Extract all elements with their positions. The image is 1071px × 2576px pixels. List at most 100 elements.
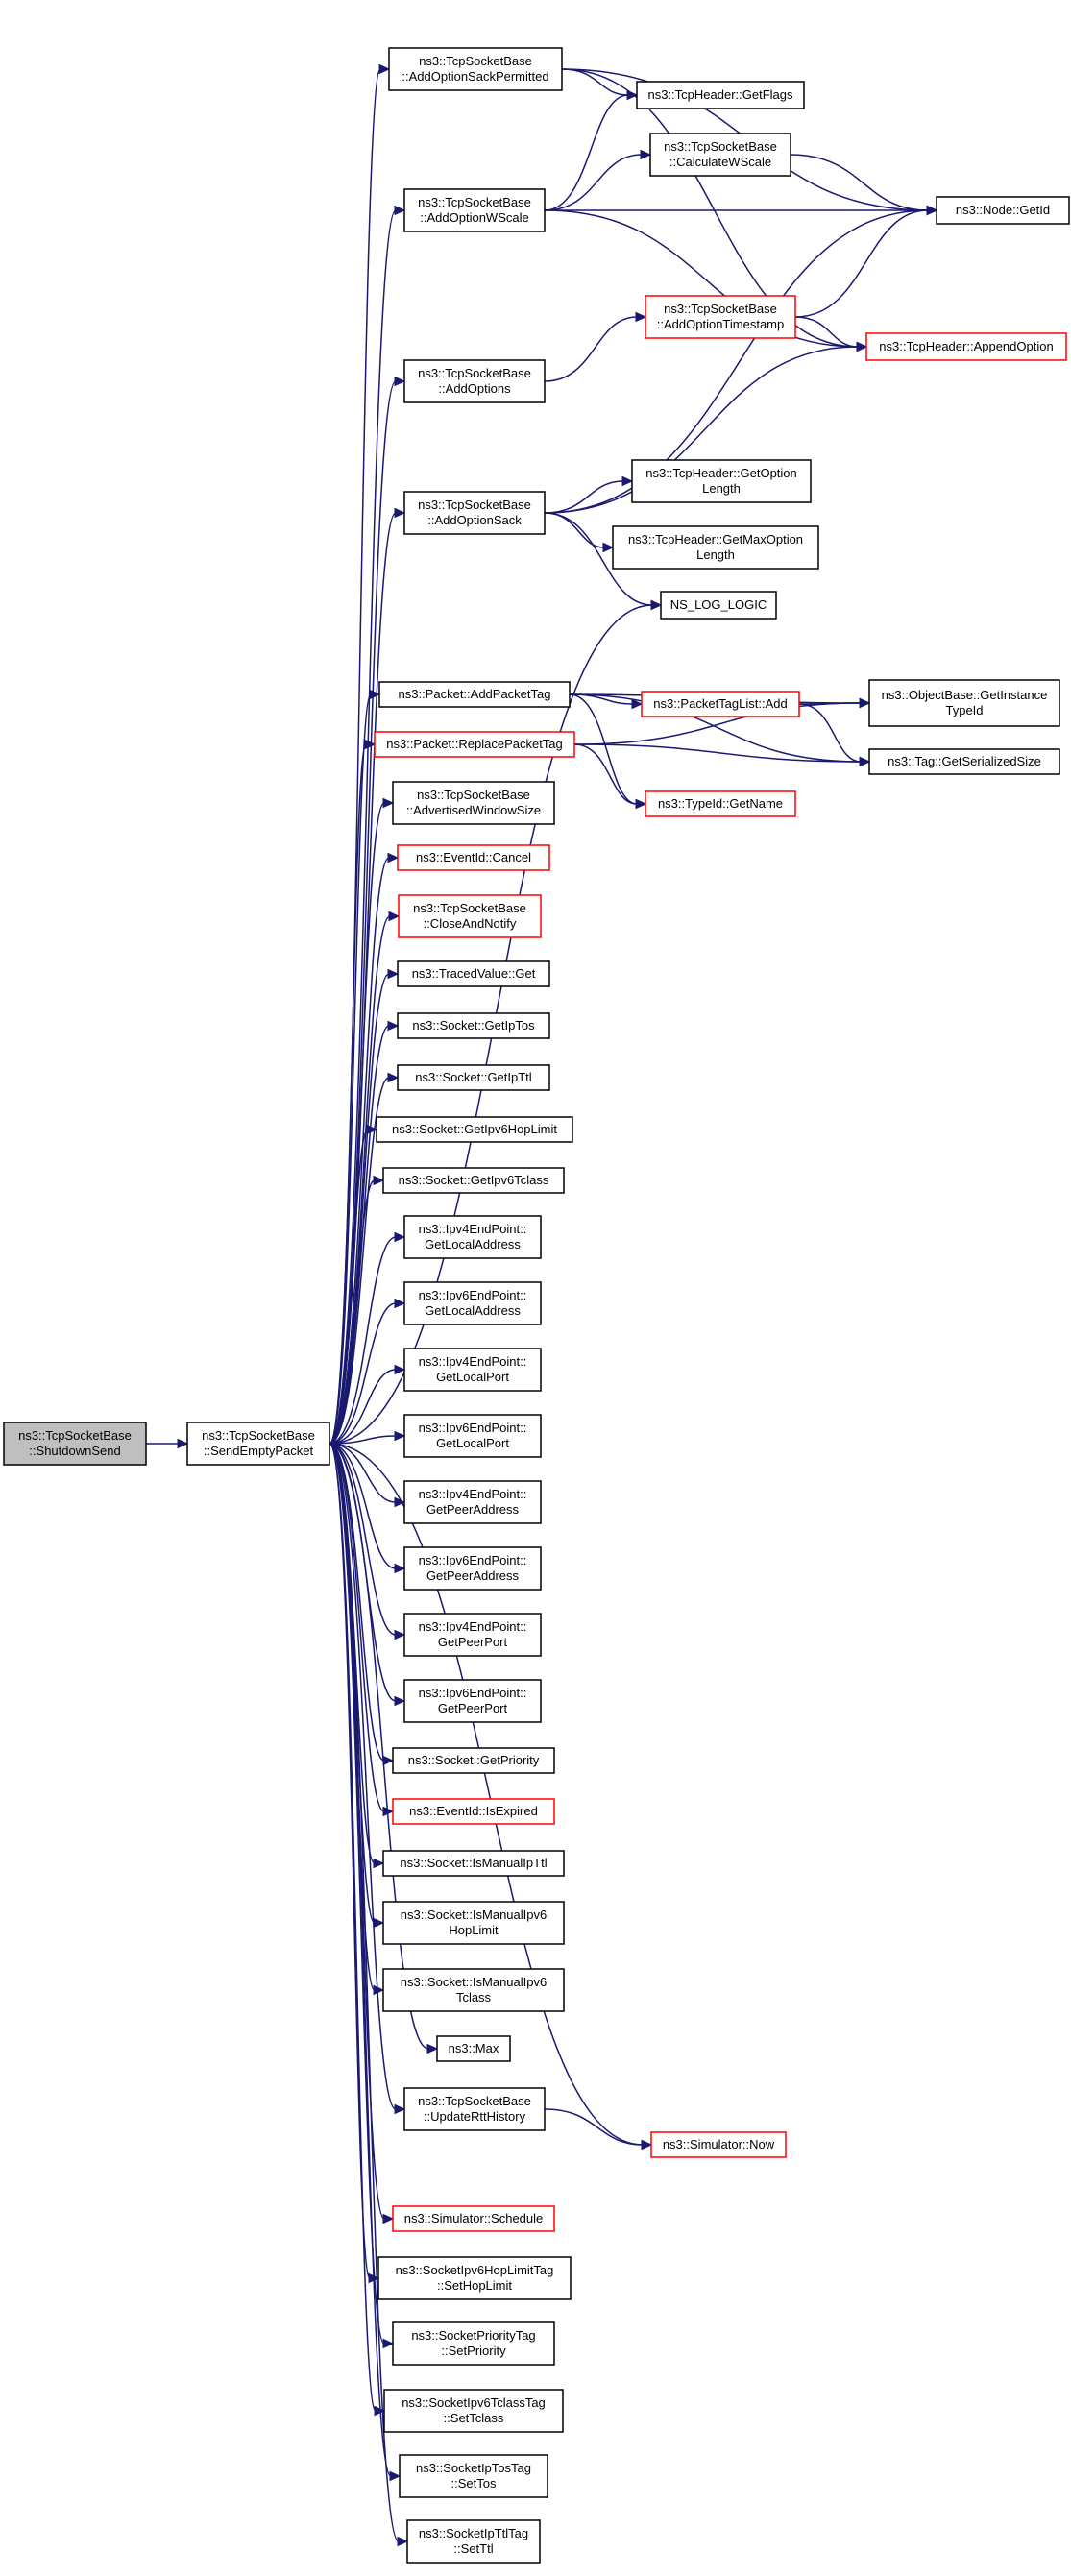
node-addoptionwscale[interactable]: ns3::TcpSocketBase::AddOptionWScale	[403, 188, 546, 232]
node-box-nsloglogic[interactable]	[660, 591, 777, 620]
node-box-ismanualipttl[interactable]	[382, 1850, 565, 1877]
node-box-getoptionlength[interactable]	[631, 459, 812, 503]
node-box-addoptions[interactable]	[403, 359, 546, 403]
node-packettaglistadd[interactable]: ns3::PacketTagList::Add	[641, 691, 800, 717]
node-addoptiontimestamp[interactable]: ns3::TcpSocketBase::AddOptionTimestamp	[645, 295, 796, 339]
node-getpriority[interactable]: ns3::Socket::GetPriority	[392, 1747, 555, 1774]
node-box-addoptionsackpermitted[interactable]	[388, 47, 563, 91]
node-ipv6getpeerport[interactable]: ns3::Ipv6EndPoint::GetPeerPort	[403, 1679, 542, 1723]
node-ipv6getpeeraddress[interactable]: ns3::Ipv6EndPoint::GetPeerAddress	[403, 1546, 542, 1591]
node-box-getipv6hoplimit[interactable]	[376, 1116, 573, 1143]
node-settos[interactable]: ns3::SocketIpTosTag::SetTos	[399, 2454, 548, 2498]
node-box-getpriority[interactable]	[392, 1747, 555, 1774]
node-packetaddpackettag[interactable]: ns3::Packet::AddPacketTag	[378, 681, 571, 708]
node-box-ipv4getpeerport[interactable]	[403, 1613, 542, 1657]
node-box-max[interactable]	[436, 2035, 511, 2062]
node-box-typeidgetname[interactable]	[645, 790, 796, 817]
node-sendemptypacket[interactable]: ns3::TcpSocketBase::SendEmptyPacket	[186, 1422, 330, 1466]
node-box-settclass[interactable]	[383, 2389, 564, 2433]
node-box-ipv6getpeerport[interactable]	[403, 1679, 542, 1723]
node-setttl[interactable]: ns3::SocketIpTtlTag::SetTtl	[406, 2519, 541, 2564]
node-box-calculatewscale[interactable]	[649, 133, 791, 177]
node-tracedvalueget[interactable]: ns3::TracedValue::Get	[397, 960, 550, 987]
node-box-nodegetid[interactable]	[936, 196, 1070, 225]
node-box-packettaglistadd[interactable]	[641, 691, 800, 717]
node-box-ipv6getlocaladdress[interactable]	[403, 1281, 542, 1325]
node-box-ipv4getpeeraddress[interactable]	[403, 1480, 542, 1524]
node-box-ipv4getlocaladdress[interactable]	[403, 1215, 542, 1259]
node-box-appendoption[interactable]	[865, 332, 1067, 361]
node-addoptions[interactable]: ns3::TcpSocketBase::AddOptions	[403, 359, 546, 403]
node-box-getipttl[interactable]	[397, 1064, 550, 1091]
node-box-getflags[interactable]	[636, 81, 805, 109]
node-box-updaterttthistory[interactable]	[403, 2087, 546, 2131]
node-box-addoptionsack[interactable]	[403, 491, 546, 535]
node-box-getipv6tclass[interactable]	[382, 1167, 565, 1194]
node-box-setttl[interactable]	[406, 2519, 541, 2564]
node-typeidgetname[interactable]: ns3::TypeId::GetName	[645, 790, 796, 817]
node-shutdownsend[interactable]: ns3::TcpSocketBase::ShutdownSend	[3, 1422, 147, 1466]
node-sethoplimit[interactable]: ns3::SocketIpv6HopLimitTag::SetHopLimit	[377, 2256, 572, 2300]
node-box-getinstancetypeid[interactable]	[868, 679, 1060, 727]
node-box-closeandnotify[interactable]	[398, 894, 542, 938]
node-box-settos[interactable]	[399, 2454, 548, 2498]
node-addoptionsackpermitted[interactable]: ns3::TcpSocketBase::AddOptionSackPermitt…	[388, 47, 563, 91]
node-box-sethoplimit[interactable]	[377, 2256, 572, 2300]
node-updaterttthistory[interactable]: ns3::TcpSocketBase::UpdateRttHistory	[403, 2087, 546, 2131]
node-box-getiptos[interactable]	[397, 1012, 550, 1039]
node-box-packetreplacepackettag[interactable]	[374, 731, 575, 758]
node-box-addoptionwscale[interactable]	[403, 188, 546, 232]
node-box-ismanualipv6tclass[interactable]	[382, 1968, 565, 2012]
node-box-sendemptypacket[interactable]	[186, 1422, 330, 1466]
node-box-simulatornow[interactable]	[650, 2131, 787, 2158]
node-taggetserializedsize[interactable]: ns3::Tag::GetSerializedSize	[868, 748, 1060, 775]
node-box-setpriority[interactable]	[392, 2321, 555, 2366]
node-simulatornow[interactable]: ns3::Simulator::Now	[650, 2131, 787, 2158]
node-box-ismanualipv6hoplimit[interactable]	[382, 1901, 565, 1945]
node-box-tracedvalueget[interactable]	[397, 960, 550, 987]
node-getipv6tclass[interactable]: ns3::Socket::GetIpv6Tclass	[382, 1167, 565, 1194]
node-eventidcancel[interactable]: ns3::EventId::Cancel	[397, 844, 550, 871]
node-getflags[interactable]: ns3::TcpHeader::GetFlags	[636, 81, 805, 109]
node-getipv6hoplimit[interactable]: ns3::Socket::GetIpv6HopLimit	[376, 1116, 573, 1143]
node-advertisedwindowsize[interactable]: ns3::TcpSocketBase::AdvertisedWindowSize	[392, 781, 555, 825]
node-ipv4getpeerport[interactable]: ns3::Ipv4EndPoint::GetPeerPort	[403, 1613, 542, 1657]
node-calculatewscale[interactable]: ns3::TcpSocketBase::CalculateWScale	[649, 133, 791, 177]
node-appendoption[interactable]: ns3::TcpHeader::AppendOption	[865, 332, 1067, 361]
node-packetreplacepackettag[interactable]: ns3::Packet::ReplacePacketTag	[374, 731, 575, 758]
node-setpriority[interactable]: ns3::SocketPriorityTag::SetPriority	[392, 2321, 555, 2366]
node-nodegetid[interactable]: ns3::Node::GetId	[936, 196, 1070, 225]
node-ipv4getpeeraddress[interactable]: ns3::Ipv4EndPoint::GetPeerAddress	[403, 1480, 542, 1524]
node-ipv6getlocalport[interactable]: ns3::Ipv6EndPoint::GetLocalPort	[403, 1414, 542, 1458]
node-ipv4getlocaladdress[interactable]: ns3::Ipv4EndPoint::GetLocalAddress	[403, 1215, 542, 1259]
node-max[interactable]: ns3::Max	[436, 2035, 511, 2062]
node-box-packetaddpackettag[interactable]	[378, 681, 571, 708]
node-box-eventidcancel[interactable]	[397, 844, 550, 871]
node-nsloglogic[interactable]: NS_LOG_LOGIC	[660, 591, 777, 620]
node-addoptionsack[interactable]: ns3::TcpSocketBase::AddOptionSack	[403, 491, 546, 535]
node-box-addoptiontimestamp[interactable]	[645, 295, 796, 339]
node-box-ipv6getpeeraddress[interactable]	[403, 1546, 542, 1591]
node-closeandnotify[interactable]: ns3::TcpSocketBase::CloseAndNotify	[398, 894, 542, 938]
node-box-schedule[interactable]	[392, 2205, 555, 2232]
node-ismanualipttl[interactable]: ns3::Socket::IsManualIpTtl	[382, 1850, 565, 1877]
node-box-getmaxoptionlength[interactable]	[612, 525, 819, 570]
node-settclass[interactable]: ns3::SocketIpv6TclassTag::SetTclass	[383, 2389, 564, 2433]
node-getiptos[interactable]: ns3::Socket::GetIpTos	[397, 1012, 550, 1039]
node-box-advertisedwindowsize[interactable]	[392, 781, 555, 825]
node-box-ipv4getlocalport[interactable]	[403, 1348, 542, 1392]
node-schedule[interactable]: ns3::Simulator::Schedule	[392, 2205, 555, 2232]
node-box-taggetserializedsize[interactable]	[868, 748, 1060, 775]
node-box-isexpired[interactable]	[392, 1798, 555, 1825]
node-ipv6getlocaladdress[interactable]: ns3::Ipv6EndPoint::GetLocalAddress	[403, 1281, 542, 1325]
node-box-shutdownsend[interactable]	[3, 1422, 147, 1466]
node-ipv4getlocalport[interactable]: ns3::Ipv4EndPoint::GetLocalPort	[403, 1348, 542, 1392]
node-box-ipv6getlocalport[interactable]	[403, 1414, 542, 1458]
node-isexpired[interactable]: ns3::EventId::IsExpired	[392, 1798, 555, 1825]
node-getipttl[interactable]: ns3::Socket::GetIpTtl	[397, 1064, 550, 1091]
